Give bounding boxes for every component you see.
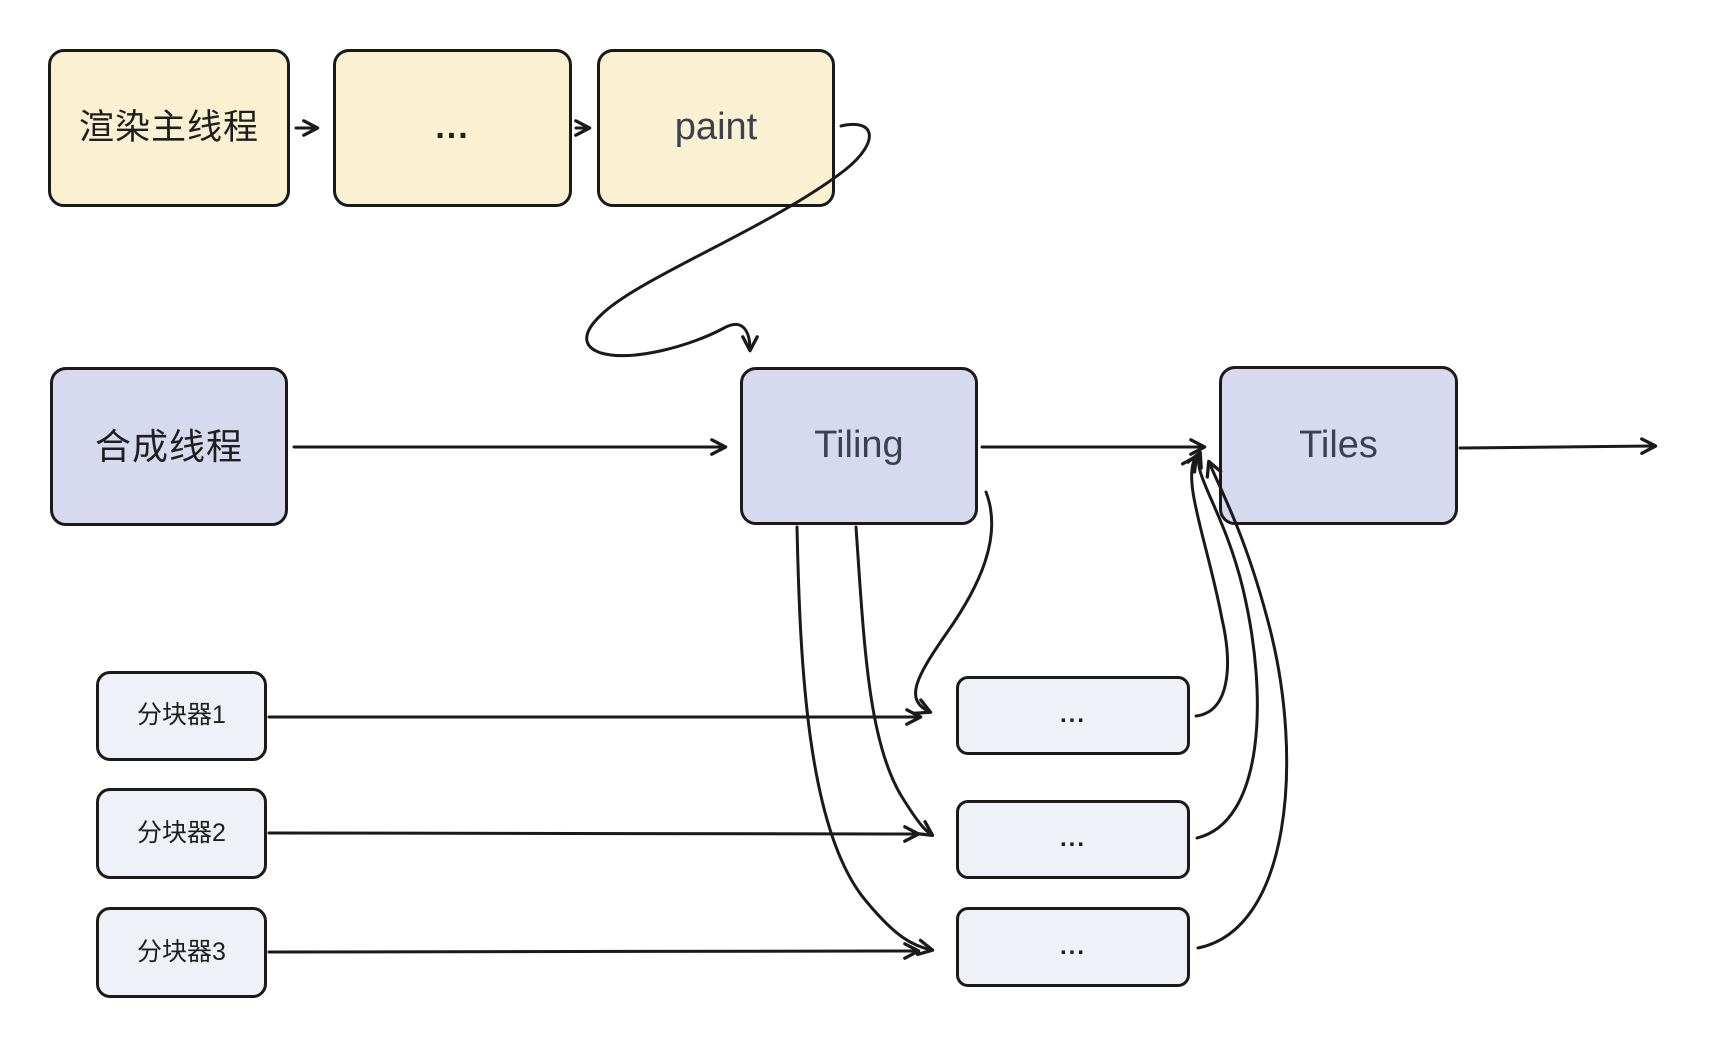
edge-queue3-to-tiles <box>1196 459 1289 950</box>
node-tiler-2: 分块器2 <box>96 788 267 879</box>
node-step-ellipsis: ... <box>333 49 572 207</box>
node-tiles: Tiles <box>1219 366 1458 525</box>
node-tiler-3: 分块器3 <box>96 907 267 998</box>
node-render-main-thread: 渲染主线程 <box>48 49 290 207</box>
node-queue-1: ... <box>956 676 1190 755</box>
node-tiling: Tiling <box>740 367 978 525</box>
edge-tiling-to-queue3 <box>795 525 935 957</box>
node-compositor-thread: 合成线程 <box>50 367 288 526</box>
node-queue-2: ... <box>956 800 1190 879</box>
node-tiler-1: 分块器1 <box>96 671 267 761</box>
edge-tiling-to-queue2 <box>854 525 935 837</box>
node-queue-3: ... <box>956 907 1190 987</box>
edge-tiler2-to-queue2 <box>267 825 921 843</box>
node-paint: paint <box>597 49 835 207</box>
edge-tiler3-to-queue3 <box>267 942 921 960</box>
edge-tiles-to-output <box>1458 437 1658 455</box>
